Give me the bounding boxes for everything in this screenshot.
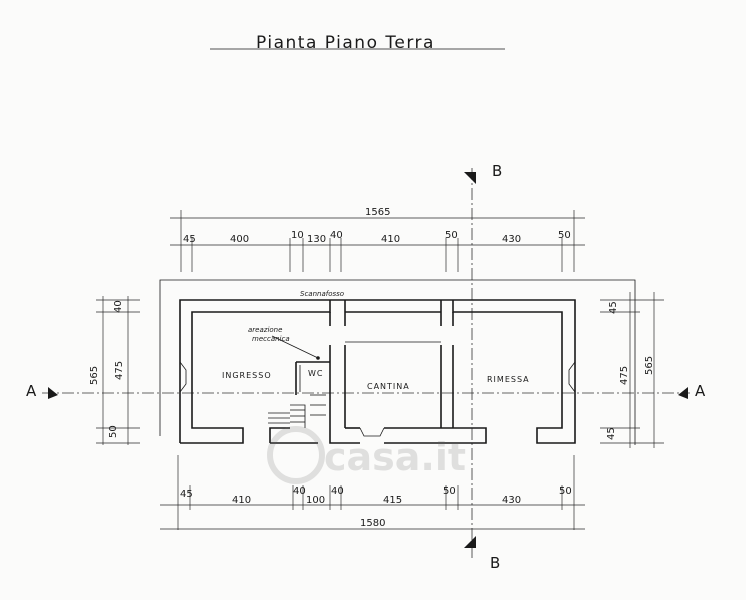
scannafosso-outline <box>159 279 636 445</box>
left-dim-3: 50 <box>108 425 119 438</box>
section-a-left-label: A <box>26 382 37 400</box>
top-dim-6: 410 <box>381 234 400 245</box>
areazione-label-2: meccanica <box>252 335 290 343</box>
top-dim-4: 130 <box>307 234 326 245</box>
right-dim-3: 45 <box>606 427 617 440</box>
section-b-top-label: B <box>492 162 502 180</box>
left-dim-2: 475 <box>114 361 125 380</box>
right-dim-1: 45 <box>608 301 619 314</box>
room-rimessa: RIMESSA <box>487 375 530 384</box>
bottom-dim-4: 100 <box>306 495 325 506</box>
bottom-dim-total: 1580 <box>360 518 385 529</box>
drawing-title: Pianta Piano Terra <box>256 33 435 53</box>
top-dim-2: 400 <box>230 234 249 245</box>
top-dim-8: 430 <box>502 234 521 245</box>
areazione-label-1: areazione <box>248 326 282 334</box>
top-dim-3: 10 <box>291 230 304 241</box>
top-dim-7: 50 <box>445 230 458 241</box>
top-dim-5: 40 <box>330 230 343 241</box>
section-a-right-label: A <box>695 382 706 400</box>
top-dim-total: 1565 <box>365 207 390 218</box>
scannafosso-label: Scannafosso <box>300 290 344 298</box>
bottom-dim-9: 50 <box>559 486 572 497</box>
stairs <box>268 394 326 428</box>
watermark-text: casa.it <box>324 435 466 479</box>
right-dim-2: 475 <box>619 366 630 385</box>
section-a-left-marker <box>48 387 58 399</box>
top-dim-1: 45 <box>183 234 196 245</box>
top-dimension-lines <box>170 210 585 272</box>
section-b-bottom-label: B <box>490 554 500 572</box>
bottom-dim-7: 50 <box>443 486 456 497</box>
room-wc: WC <box>308 369 324 378</box>
right-dim-total: 565 <box>644 356 655 375</box>
top-dim-9: 50 <box>558 230 571 241</box>
room-cantina: CANTINA <box>367 382 410 391</box>
bottom-dimension-lines <box>160 455 585 530</box>
bottom-dim-3: 40 <box>293 486 306 497</box>
left-dim-1: 40 <box>113 300 124 313</box>
areazione-leader <box>271 335 319 359</box>
outer-walls <box>179 299 576 444</box>
bottom-dim-1: 45 <box>180 489 193 500</box>
right-dimension-lines <box>600 292 664 448</box>
left-dim-total: 565 <box>89 366 100 385</box>
watermark: casa.it <box>267 426 466 484</box>
bottom-dim-2: 410 <box>232 495 251 506</box>
bottom-dim-8: 430 <box>502 495 521 506</box>
bottom-dim-6: 415 <box>383 495 402 506</box>
left-dimension-lines <box>96 296 140 445</box>
bottom-dim-5: 40 <box>331 486 344 497</box>
room-ingresso: INGRESSO <box>222 371 272 380</box>
interior-walls <box>295 312 454 428</box>
section-b-top-marker <box>464 172 476 184</box>
section-a-right-marker <box>678 387 688 399</box>
areazione-point <box>316 356 320 360</box>
section-b-bottom-marker <box>464 536 476 548</box>
side-windows <box>179 361 576 437</box>
